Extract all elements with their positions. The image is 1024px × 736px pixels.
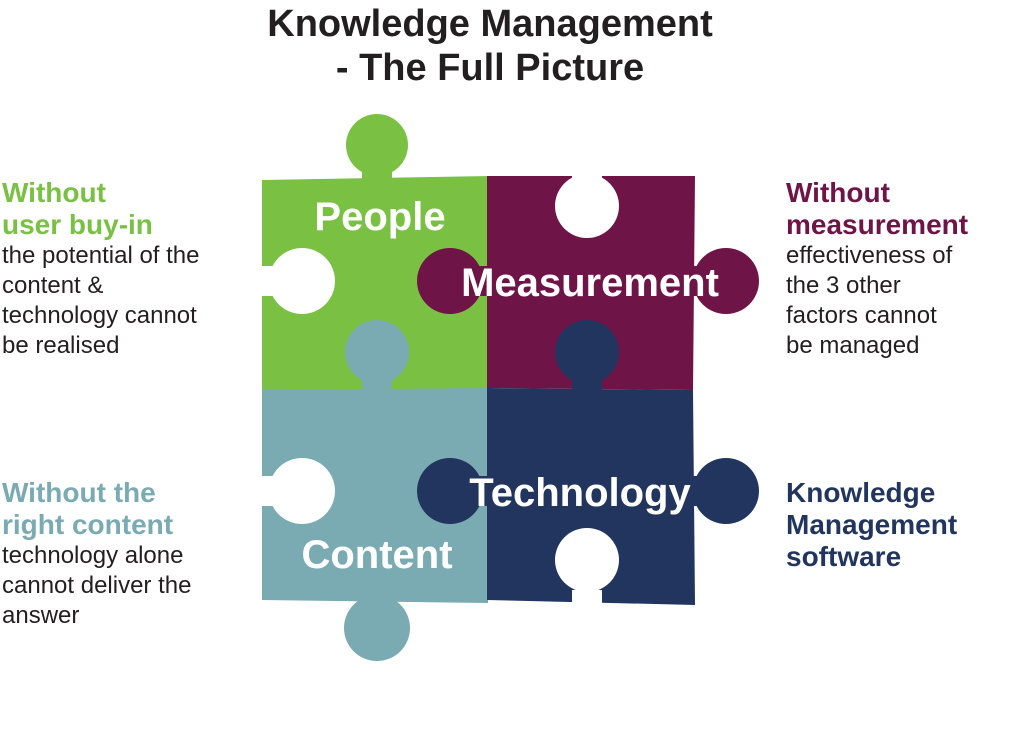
diagram-title: Knowledge Management - The Full Picture <box>0 2 980 90</box>
note-body: content & <box>2 272 104 299</box>
note-people: Without user buy-in the potential of the… <box>2 177 252 361</box>
note-body: answer <box>2 602 80 629</box>
piece-label-measurement: Measurement <box>461 261 719 305</box>
puzzle-piece-technology <box>417 320 759 605</box>
note-content: Without the right content technology alo… <box>2 477 252 631</box>
note-heading: Without <box>786 177 890 208</box>
note-heading: Management <box>786 509 958 540</box>
piece-label-content: Content <box>301 533 452 577</box>
title-line-1: Knowledge Management <box>267 3 713 45</box>
note-technology: Knowledge Management software <box>786 477 1024 573</box>
note-heading: Knowledge <box>786 477 936 508</box>
puzzle-piece-people <box>262 114 493 392</box>
puzzle-cutouts <box>258 170 619 615</box>
note-body: be managed <box>786 332 920 359</box>
note-body: factors cannot <box>786 302 937 329</box>
note-heading: Without the <box>2 477 156 508</box>
note-heading: measurement <box>786 209 969 240</box>
note-heading: right content <box>2 509 174 540</box>
piece-label-people: People <box>314 195 445 239</box>
note-body: cannot deliver the <box>2 572 192 599</box>
puzzle-piece-content <box>262 320 493 661</box>
note-body: be realised <box>2 332 120 359</box>
note-body: technology cannot <box>2 302 197 329</box>
note-body: the potential of the <box>2 242 200 269</box>
note-body: technology alone <box>2 542 184 569</box>
note-body: the 3 other <box>786 272 901 299</box>
note-heading: user buy-in <box>2 209 153 240</box>
note-heading: Without <box>2 177 106 208</box>
piece-label-technology: Technology <box>469 471 691 515</box>
puzzle-piece-measurement <box>417 176 759 390</box>
note-measurement: Without measurement effectiveness of the… <box>786 177 1024 361</box>
title-line-2: - The Full Picture <box>335 47 645 89</box>
note-body: effectiveness of <box>786 242 953 269</box>
note-heading: software <box>786 541 902 572</box>
